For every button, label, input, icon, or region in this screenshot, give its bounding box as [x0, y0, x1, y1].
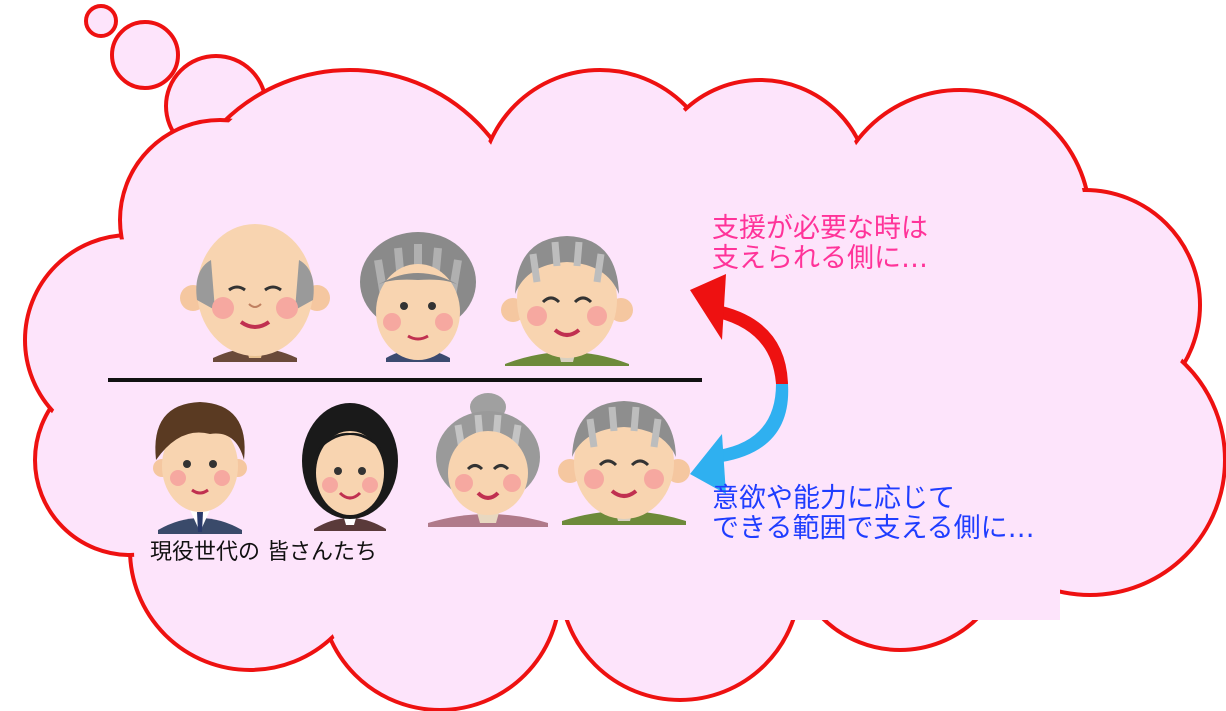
elderly-man-smiling-icon — [558, 401, 690, 525]
supported-line-2: 支えられる側に… — [712, 243, 928, 275]
thought-bubble-medium — [110, 20, 180, 90]
elderly-woman-bun-icon — [428, 393, 548, 527]
arrow-up-icon — [690, 274, 788, 384]
supported-line-1: 支援が必要な時は — [712, 213, 928, 244]
elderly-man-smiling-icon — [501, 236, 633, 366]
supporting-line-2: できる範囲で支える側に… — [712, 513, 1035, 545]
thought-bubble-small — [84, 4, 118, 38]
supporting-side-text: 意欲や能力に応じて できる範囲で支える側に… — [712, 483, 1035, 545]
current-generation-label: 現役世代の 皆さんたち — [150, 540, 377, 565]
young-man-suit-icon — [153, 402, 247, 534]
supported-side-text: 支援が必要な時は 支えられる側に… — [712, 213, 928, 275]
supporting-line-1: 意欲や能力に応じて — [712, 483, 955, 514]
elderly-woman-icon — [360, 232, 476, 362]
arrow-down-icon — [690, 384, 789, 494]
bald-elderly-man-icon — [180, 224, 330, 362]
young-woman-icon — [302, 403, 398, 531]
